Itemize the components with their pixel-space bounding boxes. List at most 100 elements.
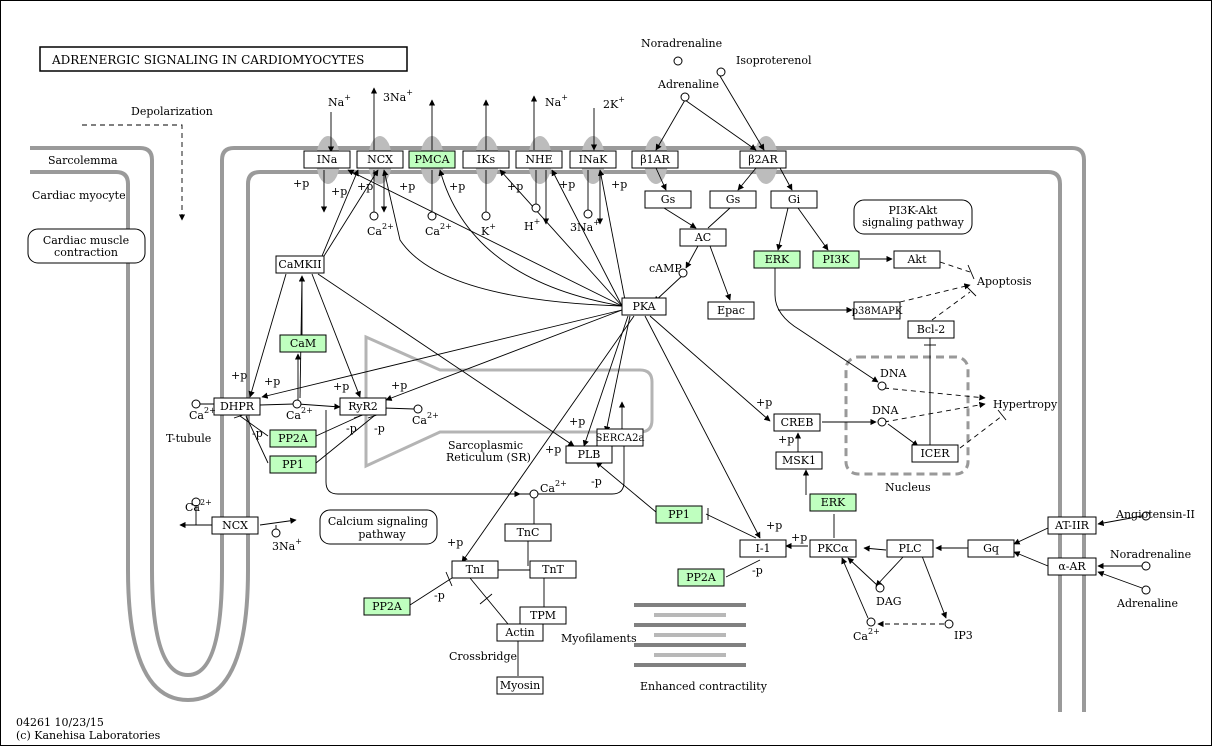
gene-icer[interactable]: ICER	[911, 444, 959, 463]
svg-text:ERK: ERK	[765, 253, 790, 266]
compound-h[interactable]	[531, 203, 541, 213]
gene-plb[interactable]: PLB	[565, 445, 613, 464]
ion-h: H+	[524, 217, 540, 233]
ion-ca-pmca: Ca2+	[425, 222, 452, 238]
gene-serca2a[interactable]: SERCA2a	[596, 428, 645, 447]
gene-pmca[interactable]: PMCA	[408, 150, 456, 169]
gene-cam[interactable]: CaM	[279, 334, 327, 353]
gene-actin[interactable]: Actin	[496, 623, 544, 642]
svg-text:Myosin: Myosin	[500, 679, 540, 692]
compound-adrenaline-right[interactable]	[1141, 585, 1151, 595]
gene-tnt[interactable]: TnT	[529, 560, 577, 579]
gene-dhpr[interactable]: DHPR	[213, 397, 261, 416]
gene-gs-1[interactable]: Gs	[644, 190, 692, 209]
gene-bcl2[interactable]: Bcl-2	[907, 320, 955, 339]
compound-noradrenaline-right[interactable]	[1141, 561, 1151, 571]
gene-ncx-bottom[interactable]: NCX	[211, 516, 259, 535]
compound-dna-2[interactable]	[877, 417, 887, 427]
gene-pi3k[interactable]: PI3K	[812, 250, 860, 269]
gene-erk-bottom[interactable]: ERK	[809, 493, 857, 512]
compound-3na-bottom[interactable]	[271, 528, 281, 538]
label-sarcolemma: Sarcolemma	[48, 154, 118, 167]
gene-pp2a-2[interactable]: PP2A	[363, 597, 411, 616]
gene-tnc[interactable]: TnC	[504, 523, 552, 542]
svg-text:+p: +p	[391, 379, 407, 392]
gene-b1ar[interactable]: β1AR	[631, 150, 679, 169]
svg-text:CREB: CREB	[781, 416, 814, 429]
gene-pp2a-1[interactable]: PP2A	[269, 429, 317, 448]
gene-tni[interactable]: TnI	[451, 560, 499, 579]
compound-ca-tnc[interactable]	[529, 489, 539, 499]
compound-camp[interactable]	[678, 268, 688, 278]
svg-text:PP2A: PP2A	[372, 600, 403, 613]
compound-ca-sr[interactable]	[413, 404, 423, 414]
gene-a-ar[interactable]: α-AR	[1047, 557, 1097, 576]
svg-text:PP1: PP1	[668, 508, 690, 521]
gene-pka[interactable]: PKA	[621, 297, 667, 316]
gene-ryr2[interactable]: RyR2	[339, 397, 387, 416]
compound-ca-pmca[interactable]	[427, 211, 437, 221]
svg-text:NCX: NCX	[222, 519, 248, 532]
compound-adrenaline-top[interactable]	[680, 92, 690, 102]
compound-ip3[interactable]	[944, 619, 954, 629]
svg-text:β1AR: β1AR	[640, 153, 670, 166]
compound-dna-1[interactable]	[877, 381, 887, 391]
gene-epac[interactable]: Epac	[707, 301, 755, 320]
gene-camkii[interactable]: CaMKII	[275, 255, 325, 274]
compound-3na[interactable]	[583, 209, 593, 219]
compound-dag[interactable]	[875, 583, 885, 593]
ion-3na-inak: 3Na+	[570, 218, 600, 234]
map-cardiac-muscle-contraction[interactable]: Cardiac muscle contraction	[27, 228, 146, 264]
gene-tpm[interactable]: TPM	[519, 606, 567, 625]
gene-myosin[interactable]: Myosin	[496, 676, 544, 695]
gene-msk1[interactable]: MSK1	[775, 451, 823, 470]
svg-text:+p: +p	[507, 180, 523, 193]
compound-ca-ncx-bottom[interactable]	[191, 497, 201, 507]
gene-creb[interactable]: CREB	[773, 413, 821, 432]
gene-pp2a-3[interactable]: PP2A	[677, 568, 725, 587]
gene-gq[interactable]: Gq	[967, 539, 1015, 558]
ion-ca-dhpr: Ca2+	[189, 406, 216, 422]
compound-angiotensin[interactable]	[1141, 511, 1151, 521]
compound-isoproterenol[interactable]	[716, 67, 726, 77]
compound-ca-pkc[interactable]	[866, 617, 876, 627]
gene-plc[interactable]: PLC	[886, 539, 934, 558]
modifier-labels: +p +p +p +p +p +p +p +p +p +p +p +p -p -…	[231, 177, 807, 602]
gene-nhe[interactable]: NHE	[515, 150, 563, 169]
gene-pp1-1[interactable]: PP1	[269, 455, 317, 474]
gene-p38mapk[interactable]: p38MAPK	[852, 301, 903, 320]
gene-erk-top[interactable]: ERK	[753, 250, 801, 269]
compound-k[interactable]	[481, 211, 491, 221]
gene-iks[interactable]: IKs	[462, 150, 510, 169]
map-pi3k-akt[interactable]: PI3K-Akt signaling pathway	[853, 199, 973, 235]
gene-ac[interactable]: AC	[679, 228, 727, 247]
gene-inak[interactable]: INaK	[569, 150, 617, 169]
compound-ca-ryr[interactable]	[292, 399, 302, 409]
map-cardiac-muscle-label2: contraction	[54, 246, 118, 259]
gene-at-iir[interactable]: AT-IIR	[1047, 516, 1097, 535]
gene-pkca[interactable]: PKCα	[809, 539, 857, 558]
label-dna-2: DNA	[872, 404, 899, 417]
compound-ca-ncx[interactable]	[369, 211, 379, 221]
gene-gi[interactable]: Gi	[770, 190, 818, 209]
gene-b2ar[interactable]: β2AR	[739, 150, 787, 169]
gene-gs-2[interactable]: Gs	[709, 190, 757, 209]
label-dna-1: DNA	[880, 367, 907, 380]
svg-text:PMCA: PMCA	[414, 153, 450, 166]
compound-noradrenaline-top[interactable]	[673, 56, 683, 66]
gene-ncx-top[interactable]: NCX	[356, 150, 404, 169]
compound-ca-dhpr[interactable]	[191, 399, 201, 409]
svg-text:+p: +p	[569, 415, 585, 428]
svg-text:Gs: Gs	[661, 193, 676, 206]
svg-text:TnI: TnI	[466, 563, 485, 576]
map-calcium-signaling[interactable]: Calcium signaling pathway	[319, 509, 438, 545]
gene-pp1-2[interactable]: PP1	[655, 505, 703, 524]
map-calcium-label2: pathway	[358, 528, 406, 541]
svg-text:+p: +p	[231, 369, 247, 382]
svg-text:TnC: TnC	[517, 526, 540, 539]
gene-akt[interactable]: Akt	[893, 250, 941, 269]
gene-ina[interactable]: INa	[303, 150, 351, 169]
svg-text:-p: -p	[591, 475, 602, 488]
gene-i1[interactable]: I-1	[739, 539, 787, 558]
